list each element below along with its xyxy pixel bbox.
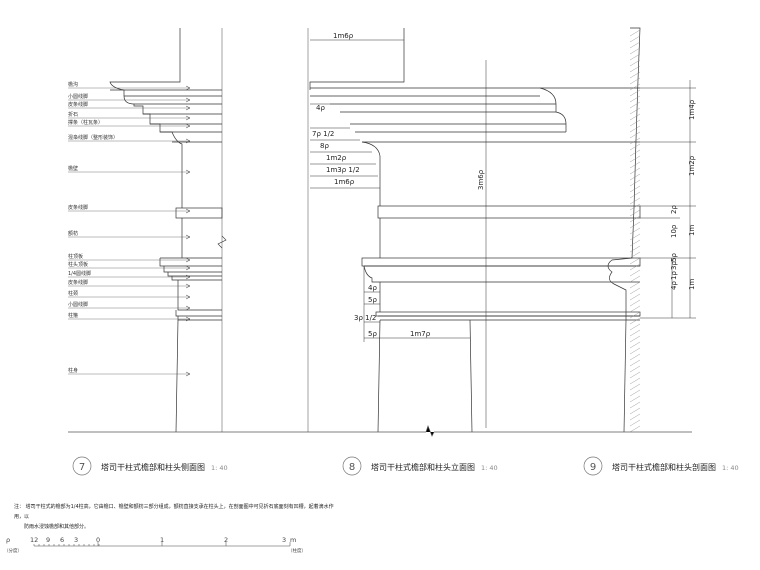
title-number: 8 — [349, 462, 355, 473]
view-titles: 7 塔司干柱式檐部和柱头侧面图 1: 40 8 塔司干柱式檐部和柱头立面图 1: 40 9 塔… — [72, 456, 739, 476]
front-dimension-labels: 1m6ρ 4ρ 7ρ 1/2 8ρ 1m2ρ 1m3ρ 1/2 1m6ρ 3m6ρ 4ρ 5ρ 3ρ… — [312, 32, 485, 338]
scale-tick-label: 6 — [60, 536, 64, 544]
front-view — [307, 28, 641, 433]
front-dim-label: 1m6ρ — [333, 32, 354, 40]
side-label: 小圆线脚 — [68, 93, 88, 100]
title-text: 塔司干柱式檐部和柱头立面图 — [371, 462, 475, 472]
side-label: 柱身 — [68, 367, 78, 374]
leader-arrow — [185, 274, 191, 280]
scale-tick-label: 3 — [282, 536, 286, 544]
ground-line — [68, 424, 692, 437]
side-label: 折石 — [68, 111, 78, 118]
title-scale: 1: 40 — [211, 464, 228, 472]
front-dim-label: 8ρ — [320, 142, 329, 150]
scale-tick-label: 2 — [224, 536, 228, 544]
leader-arrow — [185, 208, 191, 214]
leader-arrow — [185, 138, 191, 144]
front-dim-label: 4ρ — [316, 104, 325, 112]
front-dim-label: 1m3ρ 1/2 — [326, 166, 360, 174]
section-dim-label: 1ρ — [670, 271, 678, 280]
title-number: 9 — [590, 462, 596, 473]
title-scale: 1: 40 — [722, 464, 739, 472]
scale-unit: m — [290, 536, 296, 544]
section-dimensions — [640, 80, 696, 319]
section-dim-label: 1m2ρ — [688, 155, 696, 176]
section-dim-label: 1m — [688, 279, 696, 290]
leader-arrow — [185, 97, 191, 103]
leader-arrow — [185, 123, 191, 129]
section-view — [539, 27, 641, 433]
capital-dim-label: 5ρ — [368, 330, 377, 338]
section-dim-label: 3ρ — [670, 261, 678, 270]
scale-rho: ρ — [6, 536, 10, 544]
leader-arrow — [185, 257, 191, 263]
side-label: 皮条线脚 — [68, 204, 88, 211]
side-label: 柱顶板 — [68, 253, 83, 260]
title-text: 塔司干柱式檐部和柱头侧面图 — [101, 462, 205, 472]
title-text: 塔司干柱式檐部和柱头剖面图 — [612, 462, 716, 472]
side-label: 小圆线脚 — [68, 301, 88, 308]
side-label: 1/4圆线脚 — [68, 270, 91, 277]
notes: 注： 塔司干柱式的檐部为1/4柱高，它由檐口、檐壁和额枋三部分组成，额枋直接支承… — [14, 503, 334, 530]
side-label: 柱箍 — [68, 312, 78, 319]
leader-arrow — [185, 234, 191, 240]
front-dimensions — [310, 39, 470, 342]
title-circle — [72, 456, 92, 476]
leader-arrow — [185, 283, 191, 289]
scale-tick-label: 0 — [96, 536, 100, 544]
title-number: 7 — [79, 462, 85, 473]
capital-dim-label: 3ρ 1/2 — [354, 314, 376, 322]
capital-dim-label: 5ρ — [368, 296, 377, 304]
section-dim-label: 10ρ — [670, 224, 678, 238]
leader-arrow — [185, 115, 191, 121]
leader-arrow — [185, 371, 191, 377]
note-line-2: 用，以 — [14, 514, 29, 520]
side-view — [109, 28, 227, 433]
leader-arrow — [185, 294, 191, 300]
scale-left-label: （分度） — [4, 547, 22, 554]
note-line-1: 注： 塔司干柱式的檐部为1/4柱高，它由檐口、檐壁和额枋三部分组成，额枋直接支承… — [14, 503, 334, 510]
scale-right-label: （柱度） — [288, 547, 306, 554]
front-dim-label: 1m6ρ — [334, 178, 355, 186]
section-dim-label: 1m4ρ — [688, 99, 696, 120]
side-label: 柱头顶板 — [68, 261, 88, 268]
leader-arrow — [185, 316, 191, 322]
front-dim-label: 1m2ρ — [326, 154, 347, 162]
capital-dim-label: 4ρ — [368, 284, 377, 292]
note-line-3: 防雨水浸蚀檐部和其他部分。 — [24, 523, 89, 530]
front-dim-vertical: 3m6ρ — [477, 169, 485, 190]
scale-tick-label: 9 — [46, 536, 50, 544]
leader-arrow — [185, 105, 191, 111]
section-dim-label: 1m — [688, 225, 696, 236]
side-label: 檐沟 — [68, 81, 78, 88]
side-label: 檐壁 — [68, 165, 78, 172]
side-label: 混枭线脚（整形装饰） — [68, 134, 118, 141]
front-dim-label: 7ρ 1/2 — [312, 130, 334, 138]
side-label: 皮条线脚 — [68, 101, 88, 108]
leader-arrow — [185, 169, 191, 175]
scale-tick-label: 3 — [74, 536, 78, 544]
side-view-labels: 檐沟小圆线脚皮条线脚折石撑条（柱瓦条）混枭线脚（整形装饰）檐壁皮条线脚额枋柱顶板… — [68, 81, 191, 377]
leader-arrow — [185, 265, 191, 271]
title-scale: 1: 40 — [481, 464, 498, 472]
leader-arrow — [185, 85, 191, 91]
side-label: 额枋 — [68, 230, 78, 237]
leader-arrow — [185, 305, 191, 311]
side-label: 撑条（柱瓦条） — [68, 119, 103, 126]
section-dim-label: 5ρ — [670, 253, 678, 262]
title-circle — [583, 456, 603, 476]
section-dim-label: 2ρ — [670, 205, 678, 214]
scale-tick-label: 12 — [30, 536, 38, 544]
section-dim-label: 4ρ — [670, 281, 678, 290]
title-circle — [342, 456, 362, 476]
section-hatching — [629, 29, 641, 433]
capital-dim-label: 1m7ρ — [410, 330, 431, 338]
scale-tick-label: 1 — [160, 536, 164, 544]
side-label: 柱颈 — [68, 290, 78, 297]
side-label: 皮条线脚 — [68, 279, 88, 286]
